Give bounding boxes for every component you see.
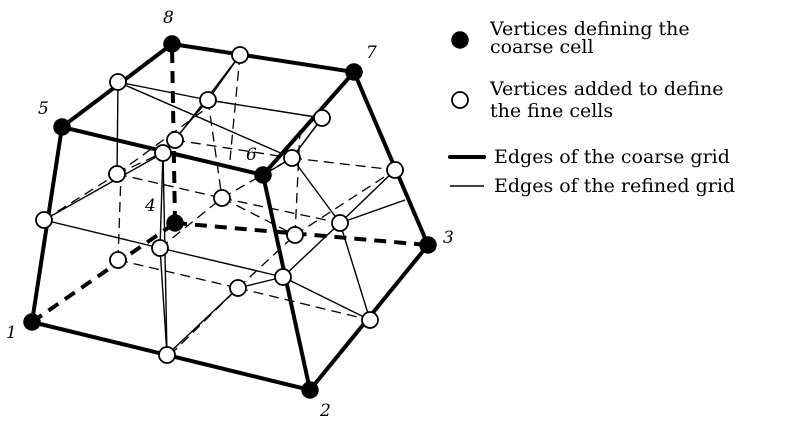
coarse-vertex-4	[166, 214, 184, 232]
coarse-vertex-7	[345, 63, 363, 81]
fine-vertices	[35, 46, 404, 364]
fine-vertex	[313, 109, 331, 127]
fine-vertex	[361, 311, 379, 329]
legend: Vertices defining the coarse cell Vertic…	[448, 18, 735, 197]
vertex-label-5: 5	[38, 99, 49, 119]
coarse-vertex-6	[254, 166, 272, 184]
vertex-label-3: 3	[443, 228, 454, 248]
legend-fine-vertices-line2: the fine cells	[490, 100, 613, 122]
legend-coarse-vertex-marker	[451, 31, 469, 49]
vertex-label-2: 2	[319, 401, 331, 421]
fine-vertex	[229, 279, 247, 297]
coarse-vertices	[23, 35, 437, 399]
legend-fine-vertices-line1: Vertices added to define	[489, 78, 723, 100]
fine-vertex	[154, 144, 172, 162]
coarse-vertex-3	[419, 236, 437, 254]
fine-vertex	[213, 189, 231, 207]
legend-fine-vertex-marker	[451, 91, 469, 109]
fine-vertex	[158, 346, 176, 364]
fine-vertex	[108, 165, 126, 183]
fine-vertex	[35, 211, 53, 229]
fine-vertex	[231, 46, 249, 64]
coarse-vertex-5	[53, 118, 71, 136]
coarse-edges-visible	[30, 41, 431, 393]
vertex-label-6: 6	[246, 145, 257, 165]
fine-vertex	[283, 149, 301, 167]
vertex-label-8: 8	[163, 8, 174, 28]
vertex-labels: 1 2 3 4 5 6 7 8	[6, 8, 454, 421]
legend-refined-edges: Edges of the refined grid	[494, 175, 735, 197]
fine-vertex	[386, 161, 404, 179]
legend-coarse-vertices-line1: Vertices defining the	[489, 18, 690, 40]
fine-vertex	[151, 239, 169, 257]
fine-vertex	[166, 131, 184, 149]
legend-coarse-vertices-line2: coarse cell	[490, 36, 594, 58]
coarse-vertex-2	[301, 381, 319, 399]
fine-vertex	[199, 91, 217, 109]
vertex-label-1: 1	[6, 323, 17, 343]
vertex-label-7: 7	[366, 43, 377, 63]
fine-vertex	[109, 251, 127, 269]
fine-vertex	[109, 73, 127, 91]
coarse-vertex-8	[163, 35, 181, 53]
fine-vertex	[274, 268, 292, 286]
vertex-label-4: 4	[144, 196, 156, 216]
coarse-vertex-1	[23, 313, 41, 331]
coarse-edges-hidden	[30, 43, 429, 324]
fine-vertex	[286, 226, 304, 244]
legend-coarse-edges: Edges of the coarse grid	[494, 146, 730, 168]
fine-vertex	[331, 214, 349, 232]
